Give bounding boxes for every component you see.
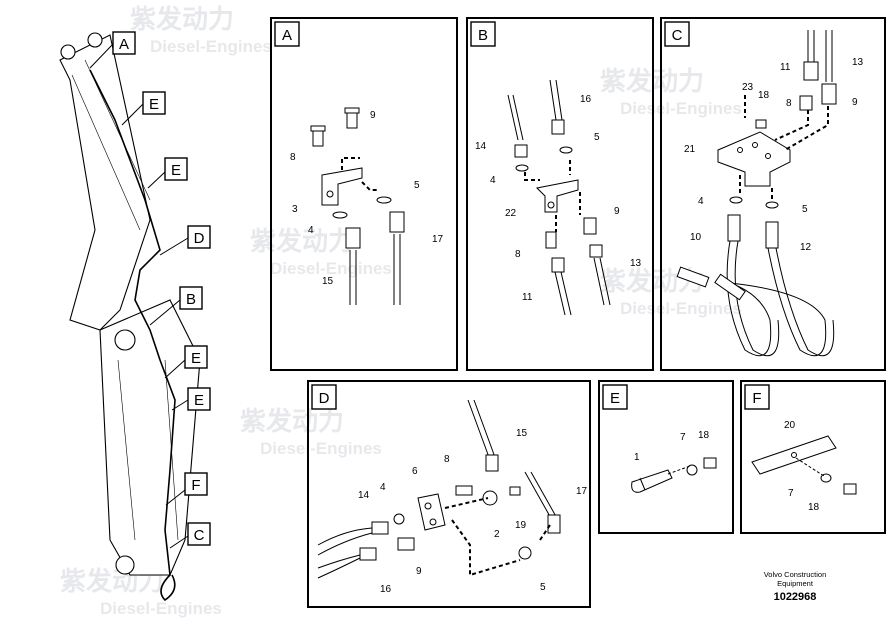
callout-16: 16 <box>380 584 392 595</box>
panel-label: A <box>282 27 292 44</box>
watermark-sub: Diesel-Engines <box>270 259 392 278</box>
callout-8: 8 <box>786 98 792 109</box>
panel-label: B <box>478 27 488 44</box>
callout-label: E <box>194 392 204 409</box>
callout-22: 22 <box>505 208 517 219</box>
drawing-footer: Volvo Construction Equipment 1022968 <box>740 570 850 603</box>
panel-E: E 7 18 1 <box>598 380 734 534</box>
callout-E[interactable]: E <box>164 345 208 379</box>
callout-3: 3 <box>292 204 298 215</box>
footer-company-line1: Volvo Construction <box>763 570 827 579</box>
panel-label: D <box>319 390 330 407</box>
machine-overview <box>59 32 201 602</box>
callout-1: 1 <box>634 452 640 463</box>
panel-F: F 20 7 18 <box>740 380 886 534</box>
watermark-brand: 紫发动力 <box>250 226 354 256</box>
callout-label: F <box>191 477 200 494</box>
callout-13: 13 <box>630 258 642 269</box>
overview-callouts: A E E D B E E <box>89 31 211 549</box>
callout-7: 7 <box>788 488 794 499</box>
watermark-brand: 紫发动力 <box>130 4 234 34</box>
callout-label: B <box>186 291 196 308</box>
callout-8: 8 <box>444 454 450 465</box>
callout-21: 21 <box>684 144 696 155</box>
callout-C[interactable]: C <box>169 522 211 549</box>
callout-9: 9 <box>370 110 376 121</box>
callout-B[interactable]: B <box>149 286 203 326</box>
boom-outline <box>59 34 151 331</box>
callout-D[interactable]: D <box>159 225 211 256</box>
callout-8: 8 <box>515 249 521 260</box>
callout-12: 12 <box>800 242 812 253</box>
callout-label: E <box>149 96 159 113</box>
panel-D: D 15 8 6 17 <box>307 380 591 608</box>
callout-5: 5 <box>414 180 420 191</box>
watermark-sub: Diesel-Engines <box>100 599 222 618</box>
drawing-number: 1022968 <box>773 591 817 603</box>
callout-18: 18 <box>808 502 820 513</box>
callout-13: 13 <box>852 57 864 68</box>
callout-15: 15 <box>322 276 334 287</box>
callout-18: 18 <box>698 430 710 441</box>
panel-label: F <box>752 390 761 407</box>
callout-5: 5 <box>802 204 808 215</box>
panel-A: A 9 8 3 5 4 17 15 <box>270 17 458 371</box>
callout-E[interactable]: E <box>147 157 188 189</box>
callout-4: 4 <box>380 482 386 493</box>
callout-label: C <box>194 527 205 544</box>
callout-label: E <box>191 350 201 367</box>
callout-7: 7 <box>680 432 686 443</box>
callout-5: 5 <box>540 582 546 593</box>
callout-E[interactable]: E <box>171 387 211 411</box>
callout-8: 8 <box>290 152 296 163</box>
footer-company-line2: Equipment <box>777 579 813 588</box>
panel-label: E <box>610 390 620 407</box>
callout-6: 6 <box>412 466 418 477</box>
callout-4: 4 <box>308 225 314 236</box>
watermark-sub: Diesel-Engines <box>150 37 272 56</box>
callout-F[interactable]: F <box>165 472 208 506</box>
callout-15: 15 <box>516 428 528 439</box>
callout-14: 14 <box>475 141 487 152</box>
callout-10: 10 <box>690 232 702 243</box>
callout-16: 16 <box>580 94 592 105</box>
callout-E[interactable]: E <box>121 91 166 126</box>
callout-A[interactable]: A <box>89 31 136 69</box>
callout-17: 17 <box>576 486 588 497</box>
callout-23: 23 <box>742 82 754 93</box>
panel-B: B 16 14 5 4 22 9 <box>466 17 654 371</box>
callout-4: 4 <box>490 175 496 186</box>
callout-label: E <box>171 162 181 179</box>
hose-route <box>89 69 176 602</box>
callout-14: 14 <box>358 490 370 501</box>
watermark-layer: 紫发动力 Diesel-Engines 紫发动力 Diesel-Engines … <box>60 4 742 618</box>
callout-17: 17 <box>432 234 444 245</box>
callout-18: 18 <box>758 90 770 101</box>
callout-label: D <box>194 230 205 247</box>
watermark-brand: 紫发动力 <box>240 406 344 436</box>
callout-5: 5 <box>594 132 600 143</box>
callout-11: 11 <box>522 292 533 303</box>
callout-9: 9 <box>852 97 858 108</box>
panel-C: C 11 13 23 <box>660 17 886 371</box>
watermark-sub: Diesel-Engines <box>260 439 382 458</box>
panel-label: C <box>672 27 683 44</box>
callout-label: A <box>119 36 129 53</box>
callout-11: 11 <box>780 62 791 73</box>
watermark-sub: Diesel-Engines <box>620 99 742 118</box>
watermark-sub: Diesel-Engines <box>620 299 742 318</box>
callout-19: 19 <box>515 520 527 531</box>
callout-20: 20 <box>784 420 796 431</box>
callout-9: 9 <box>614 206 620 217</box>
callout-4: 4 <box>698 196 704 207</box>
callout-2: 2 <box>494 529 500 540</box>
callout-9: 9 <box>416 566 422 577</box>
